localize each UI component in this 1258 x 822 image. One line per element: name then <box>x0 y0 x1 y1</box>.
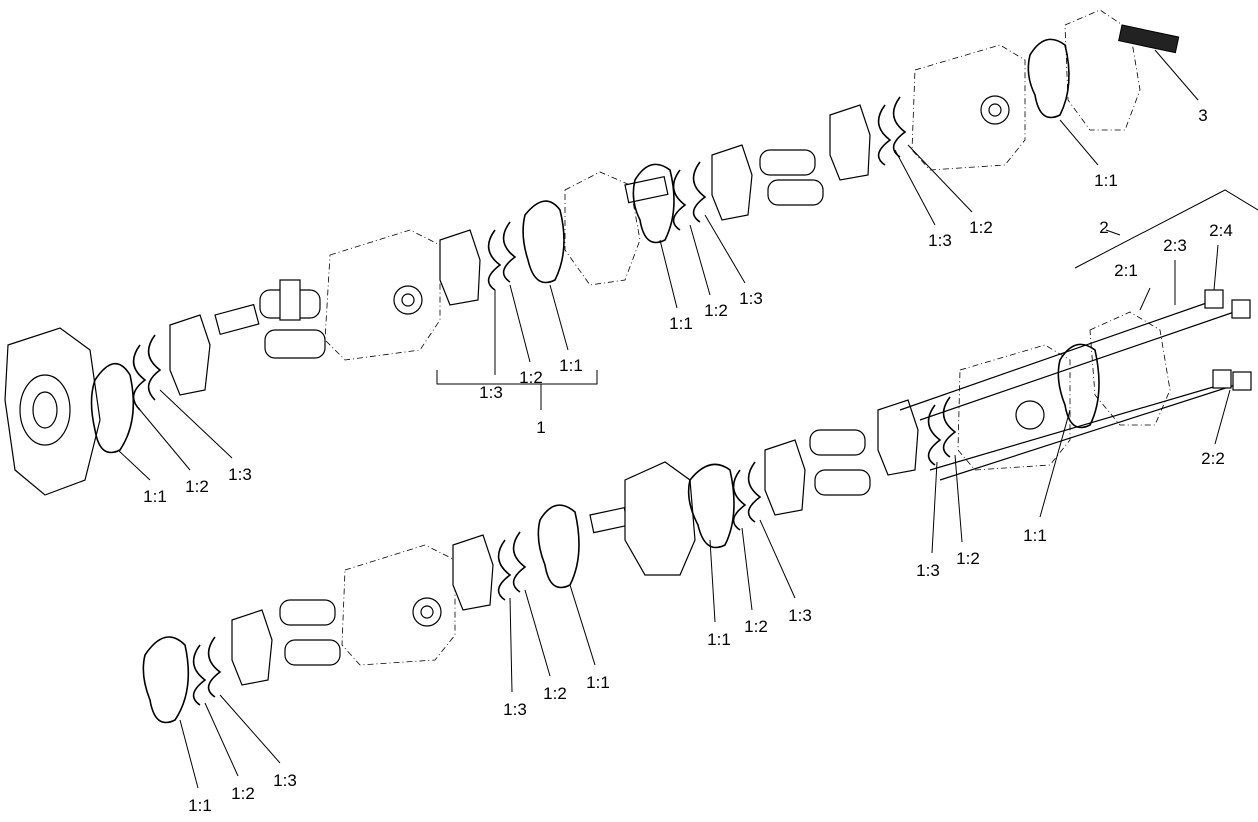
callout-1: 1 <box>536 418 545 437</box>
backup-ring <box>147 334 162 401</box>
gear-housing <box>911 44 1026 171</box>
callout-1-2: 1:2 <box>543 684 567 703</box>
backup-ring <box>497 539 512 601</box>
section-plate <box>564 171 641 286</box>
callout-1-3: 1:3 <box>503 700 527 719</box>
callout-2-3: 2:3 <box>1163 236 1187 255</box>
backup-ring <box>747 461 762 523</box>
callout-1-3: 1:3 <box>788 606 812 625</box>
mounting-flange <box>1064 9 1141 131</box>
seal-ring <box>537 504 580 589</box>
wear-plate <box>764 439 806 516</box>
callout-1-2: 1:2 <box>969 218 993 237</box>
seal-ring <box>687 463 735 549</box>
gear-housing <box>324 229 441 361</box>
backup-ring <box>192 644 207 706</box>
seal-ring <box>522 200 565 284</box>
callout-1-2: 1:2 <box>185 477 209 496</box>
callout-1-3: 1:3 <box>228 465 252 484</box>
seal-ring <box>632 163 675 244</box>
wear-plate <box>711 144 753 221</box>
coupling-shaft <box>589 507 629 534</box>
wear-plate <box>439 229 481 306</box>
end-cover <box>4 327 101 496</box>
callout-1-1: 1:1 <box>188 796 212 815</box>
backup-ring <box>132 344 147 411</box>
section-plate <box>624 461 696 576</box>
callout-2-4: 2:4 <box>1209 221 1233 240</box>
wear-plate <box>829 104 871 181</box>
seal-ring <box>1057 343 1100 429</box>
drive-shaft <box>214 303 260 336</box>
leader-lines <box>117 49 1258 789</box>
backup-ring <box>487 229 502 291</box>
coupling-shaft <box>624 175 669 204</box>
callout-1-3: 1:3 <box>916 561 940 580</box>
callout-1-1: 1:1 <box>143 487 167 506</box>
backup-ring <box>732 469 747 531</box>
backup-ring <box>692 161 707 223</box>
gear-set <box>259 279 326 359</box>
seal-ring <box>1027 38 1070 119</box>
callout-1-2: 1:2 <box>231 784 255 803</box>
callout-1-1: 1:1 <box>707 630 731 649</box>
backup-ring <box>672 169 687 231</box>
backup-ring <box>502 221 517 283</box>
callout-2-1: 2:1 <box>1114 261 1138 280</box>
bottom-assembly <box>142 289 1252 724</box>
wear-plate <box>231 609 273 686</box>
gear-set <box>759 149 824 206</box>
backup-ring <box>942 396 957 458</box>
mounting-flange <box>1089 311 1171 426</box>
backup-ring <box>512 531 527 593</box>
splined-shaft <box>1118 24 1180 54</box>
backup-ring <box>892 96 907 158</box>
callout-1-2: 1:2 <box>744 617 768 636</box>
backup-ring <box>207 636 222 698</box>
callout-1-2: 1:2 <box>704 301 728 320</box>
backup-ring <box>877 104 892 166</box>
callout-1-1: 1:1 <box>669 314 693 333</box>
callout-1-2: 1:2 <box>519 368 543 387</box>
seal-ring <box>142 636 190 724</box>
gear-housing <box>957 344 1071 471</box>
callout-1-3: 1:3 <box>479 383 503 402</box>
callout-1-1: 1:1 <box>1023 526 1047 545</box>
top-assembly <box>4 9 1180 496</box>
wear-plate <box>452 534 494 611</box>
callout-1-1: 1:1 <box>586 673 610 692</box>
callout-2-2: 2:2 <box>1201 449 1225 468</box>
bolt-set <box>899 289 1252 481</box>
gear-set <box>809 429 871 496</box>
callout-3: 3 <box>1198 106 1207 125</box>
callout-1-3: 1:3 <box>739 289 763 308</box>
gear-housing <box>341 544 456 666</box>
seal-ring <box>90 362 135 454</box>
callout-1-2: 1:2 <box>956 549 980 568</box>
wear-plate <box>877 399 919 476</box>
callout-1-1: 1:1 <box>559 356 583 375</box>
callout-1-3: 1:3 <box>928 231 952 250</box>
callout-labels: 3 1:1 1:3 1:2 1:1 1:2 1:3 1:3 1:2 1:1 1 … <box>143 106 1233 815</box>
gear-set <box>279 599 341 666</box>
callout-1-1: 1:1 <box>1094 171 1118 190</box>
callout-1-3: 1:3 <box>273 771 297 790</box>
callout-2: 2 <box>1099 218 1108 237</box>
wear-plate <box>169 314 211 396</box>
